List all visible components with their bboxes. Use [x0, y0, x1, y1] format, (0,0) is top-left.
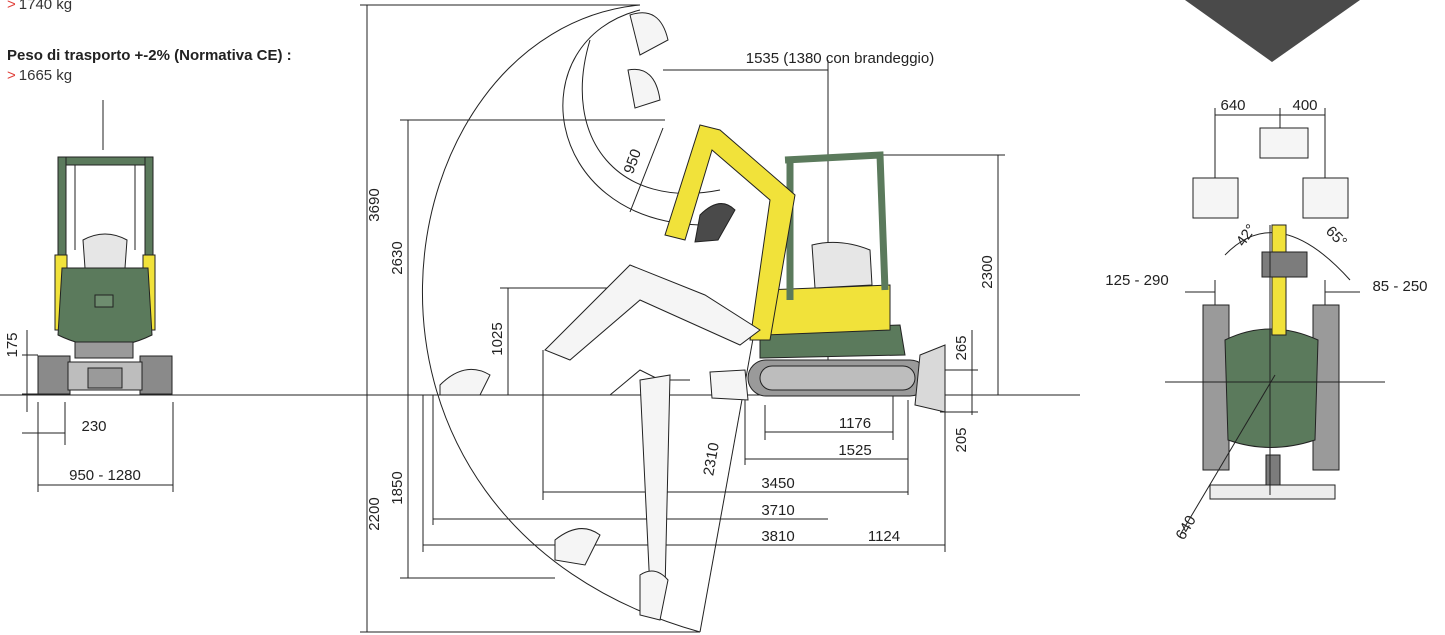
dim-175: 175 — [4, 332, 21, 357]
top-view — [1165, 108, 1385, 536]
bullet-marker: > — [7, 67, 16, 84]
dim-205: 205 — [953, 427, 970, 452]
front-view — [22, 100, 174, 492]
dim-2630: 2630 — [389, 241, 406, 274]
dim-950-1280: 950 - 1280 — [69, 467, 141, 484]
dim-3690: 3690 — [366, 188, 383, 221]
prev-weight-value: 1740 kg — [18, 0, 73, 13]
bullet-marker: > — [7, 0, 16, 13]
dim-1025: 1025 — [489, 322, 506, 355]
dim-230: 230 — [81, 418, 106, 435]
corner-arrow-icon — [1185, 0, 1360, 62]
dim-125-290: 125 - 290 — [1105, 272, 1168, 289]
transport-weight-value: 1665 kg — [18, 67, 73, 84]
dim-1535: 1535 (1380 con brandeggio) — [746, 50, 934, 67]
dim-2310: 2310 — [700, 441, 723, 477]
dim-1124: 1124 — [868, 528, 900, 545]
dim-3450: 3450 — [761, 475, 794, 492]
dim-85-250: 85 - 250 — [1372, 278, 1427, 295]
dim-1176: 1176 — [839, 415, 871, 432]
angle-65: 65° — [1322, 223, 1350, 251]
dim-1850: 1850 — [389, 471, 406, 504]
dim-2200: 2200 — [366, 497, 383, 530]
prev-weight: >1740 kg — [7, 0, 72, 13]
dim-1525: 1525 — [838, 442, 871, 459]
dim-3710: 3710 — [761, 502, 794, 519]
dim-3810: 3810 — [761, 528, 794, 545]
transport-weight-label: Peso di trasporto +-2% (Normativa CE) : — [7, 47, 292, 64]
dim-2300: 2300 — [979, 255, 996, 288]
dim-265: 265 — [953, 335, 970, 360]
dim-640-top: 640 — [1220, 97, 1245, 114]
transport-weight: >1665 kg — [7, 67, 72, 84]
dim-640-diag: 640 — [1172, 513, 1199, 543]
dim-950: 950 — [621, 147, 646, 176]
dim-400: 400 — [1292, 97, 1317, 114]
side-view — [0, 4, 1080, 633]
angle-42: 42° — [1233, 221, 1260, 249]
